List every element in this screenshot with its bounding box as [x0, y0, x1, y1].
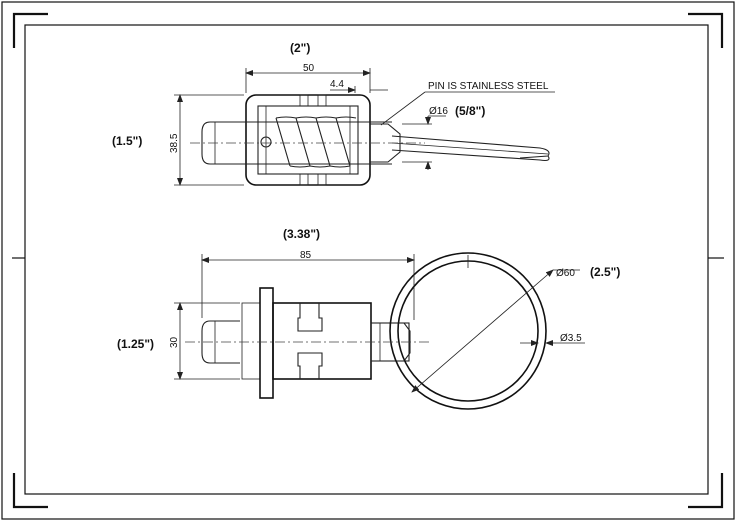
ring-dia-inch: (2.5") [590, 265, 620, 279]
spring-coils [275, 116, 357, 168]
top-width-inch: (2") [290, 41, 310, 55]
top-height-inch: (1.5") [112, 134, 142, 148]
front-view-dimensions: (3.38") 85 Ø60 (2.5") Ø3.5 30 (1.25") [117, 227, 620, 393]
top-offset-mm: 4.4 [330, 79, 344, 90]
pull-ring-inner [397, 260, 539, 402]
front-length-mm: 85 [300, 250, 312, 261]
front-height-inch: (1.25") [117, 337, 154, 351]
top-view [190, 94, 550, 186]
pin-dia-inch: (5/8") [455, 104, 485, 118]
wire-dia-mm: Ø3.5 [560, 333, 582, 344]
pin-dia-mm: Ø16 [429, 106, 448, 117]
top-view-dimensions: (2") 50 4.4 PIN IS STAINLESS STEEL Ø16 (… [112, 41, 555, 186]
pull-ring-outer [389, 252, 547, 410]
front-height-mm: 30 [169, 336, 180, 348]
top-width-mm: 50 [303, 63, 315, 74]
front-view [185, 252, 547, 410]
material-note: PIN IS STAINLESS STEEL [428, 81, 549, 92]
ring-dia-mm: Ø60 [556, 268, 575, 279]
front-length-inch: (3.38") [283, 227, 320, 241]
top-height-mm: 38.5 [169, 133, 180, 153]
